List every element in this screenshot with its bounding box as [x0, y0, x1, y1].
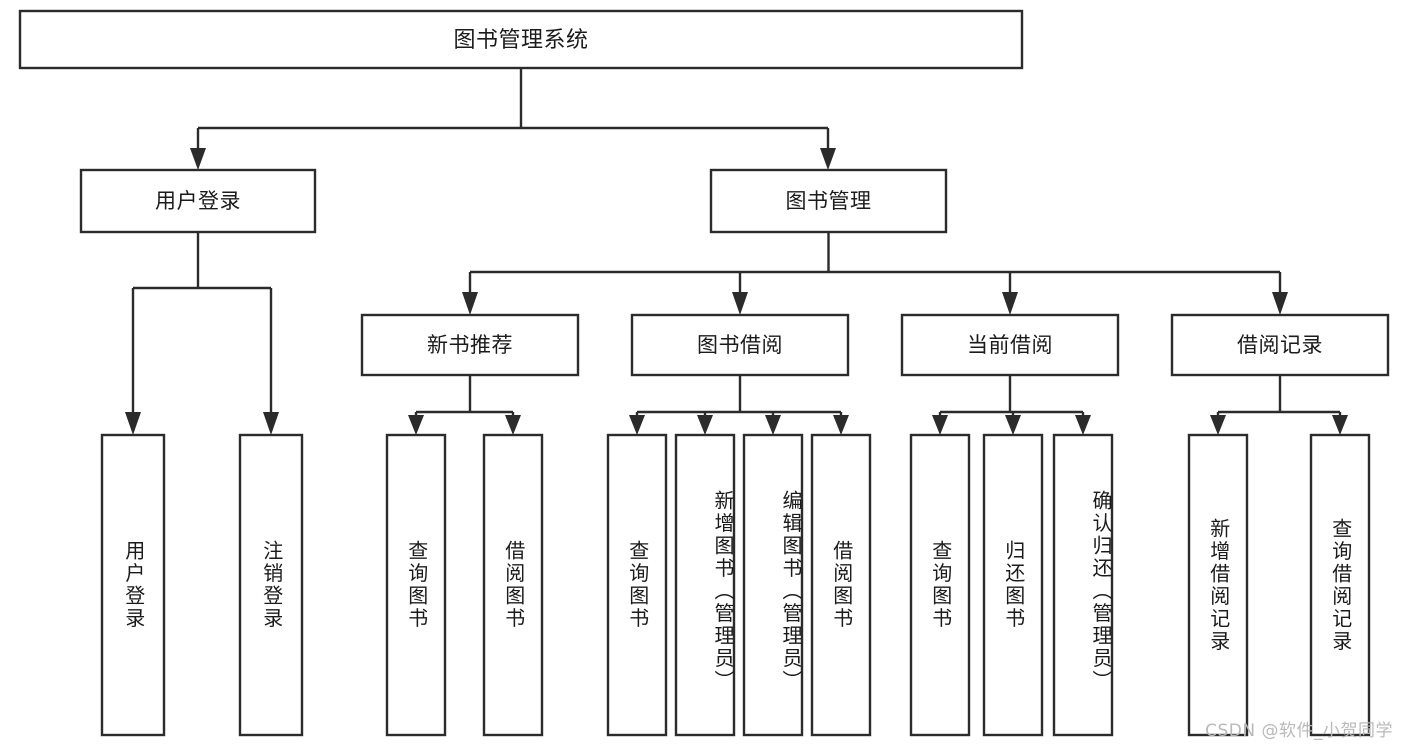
node-root[interactable]: 图书管理系统 — [18, 9, 1024, 70]
leaf-box-confirm-return-admin[interactable] — [1052, 433, 1114, 737]
node-borrow-record[interactable]: 借阅记录 — [1170, 313, 1390, 377]
leaf-box-borrow-book-rec[interactable] — [482, 433, 544, 737]
node-new-book-recommend-label: 新书推荐 — [427, 333, 513, 357]
node-current-borrow-label: 当前借阅 — [967, 333, 1053, 357]
arrow-head-icon — [408, 415, 424, 435]
leaf-box-return-book[interactable] — [982, 433, 1044, 737]
node-new-book-recommend-box[interactable] — [360, 313, 580, 377]
leaf-box-query-borrow-record[interactable] — [1309, 433, 1371, 737]
arrow-head-icon — [1075, 415, 1091, 435]
connector-new-book-recommend-to-leaves — [408, 375, 521, 435]
arrow-head-icon — [505, 415, 521, 435]
arrow-head-icon — [1272, 292, 1288, 315]
connector-borrow-record-to-leaves — [1210, 375, 1348, 435]
leaf-box-logout[interactable] — [238, 433, 304, 737]
node-book-borrow[interactable]: 图书借阅 — [630, 313, 850, 377]
leaf-boxes-group — [100, 433, 1371, 737]
connector-book-management-to-level3 — [462, 232, 1288, 315]
connector-root-to-level2 — [190, 68, 836, 170]
arrow-head-icon — [190, 148, 206, 170]
csdn-watermark: CSDN @软件_小贺同学 — [1205, 721, 1393, 741]
arrow-head-icon — [629, 415, 645, 435]
connector-book-borrow-to-leaves — [629, 375, 849, 435]
arrow-head-icon — [697, 415, 713, 435]
leaf-box-edit-book-admin[interactable] — [742, 433, 804, 737]
node-current-borrow[interactable]: 当前借阅 — [900, 313, 1120, 377]
node-user-login[interactable]: 用户登录 — [79, 168, 317, 234]
leaf-box-add-borrow-record[interactable] — [1187, 433, 1249, 737]
arrow-head-icon — [462, 292, 478, 315]
node-book-management[interactable]: 图书管理 — [709, 168, 948, 234]
leaf-box-add-book-admin[interactable] — [674, 433, 736, 737]
connector-user-login-to-leaves — [125, 232, 279, 435]
leaf-box-query-book-borrow[interactable] — [606, 433, 668, 737]
leaf-box-user-login[interactable] — [100, 433, 166, 737]
arrow-head-icon — [833, 415, 849, 435]
connector-current-borrow-to-leaves — [932, 375, 1091, 435]
arrow-head-icon — [1332, 415, 1348, 435]
leaf-box-query-book-current[interactable] — [909, 433, 971, 737]
node-book-management-label: 图书管理 — [786, 189, 872, 213]
node-user-login-label: 用户登录 — [155, 189, 241, 213]
arrow-head-icon — [263, 412, 279, 435]
leaf-box-query-book-rec[interactable] — [385, 433, 447, 737]
arrow-head-icon — [1005, 415, 1021, 435]
node-book-borrow-label: 图书借阅 — [697, 333, 783, 357]
node-current-borrow-box[interactable] — [900, 313, 1120, 377]
arrow-head-icon — [1210, 415, 1226, 435]
node-root-label: 图书管理系统 — [453, 28, 588, 53]
arrow-head-icon — [732, 292, 748, 315]
arrow-head-icon — [932, 415, 948, 435]
leaf-box-borrow-book[interactable] — [810, 433, 872, 737]
node-user-login-box[interactable] — [79, 168, 317, 234]
arrow-head-icon — [820, 148, 836, 170]
node-new-book-recommend[interactable]: 新书推荐 — [360, 313, 580, 377]
node-root-box[interactable] — [18, 9, 1024, 70]
arrow-head-icon — [765, 415, 781, 435]
node-borrow-record-label: 借阅记录 — [1237, 333, 1323, 357]
arrow-head-icon — [1002, 292, 1018, 315]
arrow-head-icon — [125, 412, 141, 435]
